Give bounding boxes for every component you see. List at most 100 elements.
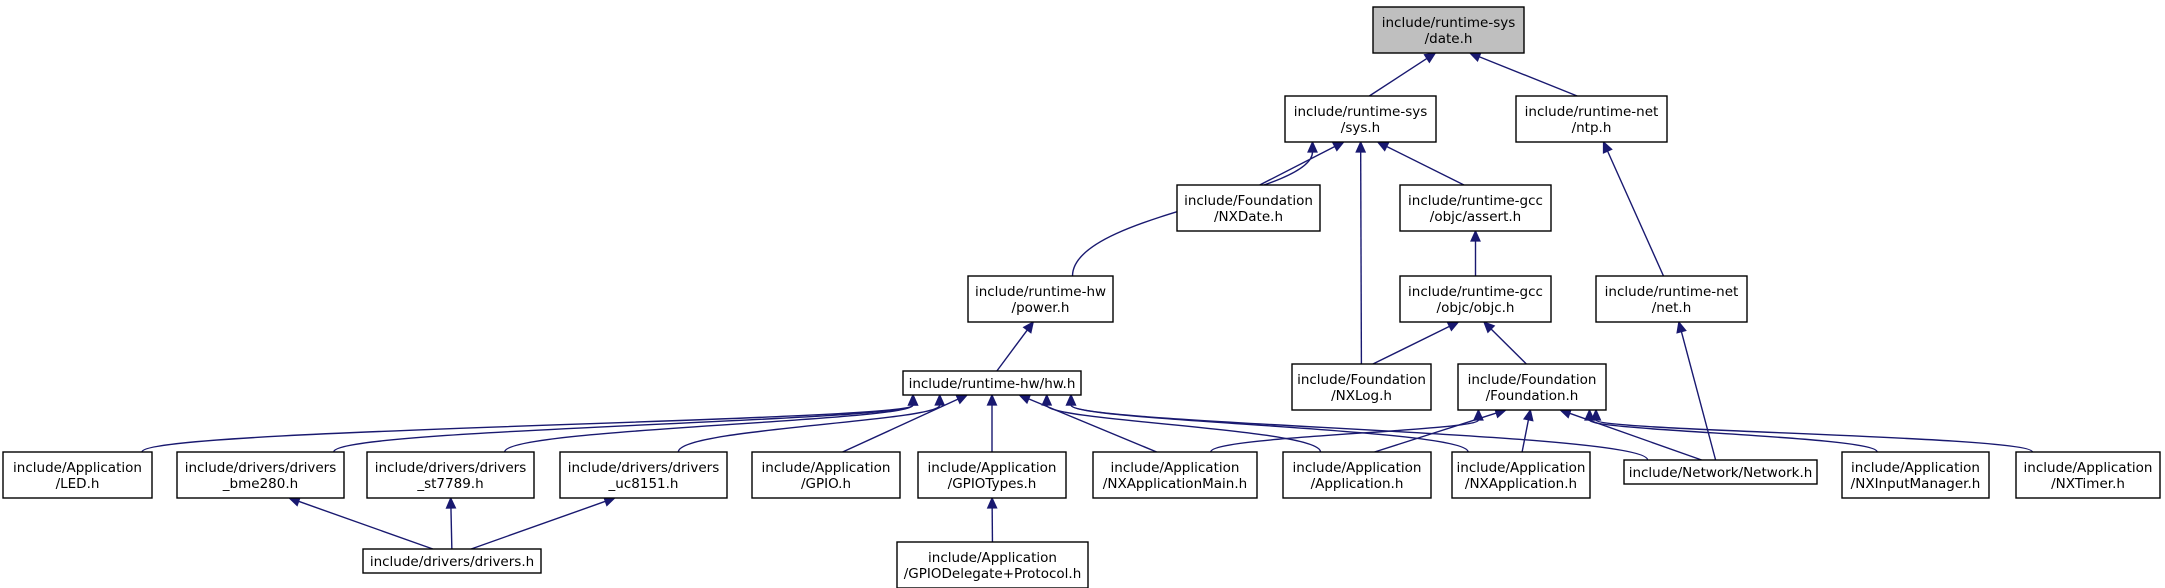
node-delegate[interactable]: include/Application/GPIODelegate+Protoco… [896, 541, 1089, 588]
edge-line [1478, 56, 1578, 97]
edge-st-to-hw [503, 393, 919, 453]
node-label-line: include/Application [1457, 460, 1586, 476]
node-label-line: include/runtime-hw/hw.h [909, 376, 1076, 392]
node-box [751, 451, 901, 499]
edge-line [1259, 145, 1336, 186]
edge-drivers-to-uc [470, 496, 617, 550]
node-box [362, 548, 542, 574]
edge-line [1595, 419, 2034, 453]
arrowhead [1423, 52, 1437, 64]
node-nxdate[interactable]: include/Foundation/NXDate.h [1176, 184, 1321, 232]
node-label-line: include/Foundation [1468, 372, 1597, 388]
node-label-line: include/runtime-gcc [1408, 284, 1543, 300]
node-objc[interactable]: include/runtime-gcc/objc/objc.h [1399, 275, 1552, 323]
arrowhead [1482, 320, 1496, 334]
node-drivers[interactable]: include/drivers/drivers.h [362, 548, 542, 574]
edge-network-to-net [1676, 320, 1717, 461]
edge-line [1569, 412, 1702, 461]
node-label-line: /date.h [1425, 31, 1473, 47]
node-net[interactable]: include/runtime-net/net.h [1595, 275, 1748, 323]
node-timer[interactable]: include/Application/NXTimer.h [2015, 451, 2161, 499]
node-layer: include/runtime-sys/date.hinclude/runtim… [2, 6, 2161, 588]
node-label-line: include/runtime-gcc [1408, 193, 1543, 209]
node-label-line: include/runtime-sys [1294, 104, 1428, 120]
node-label-line: _uc8151.h [608, 476, 679, 492]
node-ntp[interactable]: include/runtime-net/ntp.h [1515, 95, 1668, 143]
node-box [1515, 95, 1668, 143]
node-application[interactable]: include/Application/Application.h [1282, 451, 1432, 499]
arrowhead [445, 496, 457, 509]
arrowhead [1022, 320, 1035, 334]
node-label-line: /objc/objc.h [1437, 300, 1515, 316]
arrowhead [1307, 140, 1318, 153]
node-network[interactable]: include/Network/Network.h [1623, 459, 1818, 485]
edge-sys-to-date [1368, 52, 1437, 97]
node-appmain[interactable]: include/Application/NXApplicationMain.h [1092, 451, 1258, 499]
arrowhead [907, 393, 919, 406]
edge-drivers-to-bme [287, 496, 434, 550]
node-nxapp[interactable]: include/Application/NXApplication.h [1451, 451, 1591, 499]
node-led[interactable]: include/Application/LED.h [2, 451, 153, 499]
edge-appmain-to-hw [1018, 394, 1157, 453]
node-label-line: include/runtime-sys [1382, 15, 1516, 31]
edge-line [1070, 404, 1469, 453]
node-st[interactable]: include/drivers/drivers_st7789.h [366, 451, 535, 499]
node-label-line: /sys.h [1341, 120, 1380, 136]
edge-line [1210, 419, 1480, 453]
node-box [1451, 451, 1591, 499]
edge-network-to-hw [1065, 393, 1649, 461]
arrowhead [1065, 393, 1077, 406]
node-box [1841, 451, 1990, 499]
arrowhead [986, 496, 998, 509]
edge-hw-to-power [996, 320, 1035, 372]
node-date[interactable]: include/runtime-sys/date.h [1372, 6, 1525, 54]
arrowhead [934, 393, 946, 406]
node-box [1623, 459, 1818, 485]
node-label-line: /power.h [1012, 300, 1070, 316]
node-label-line: include/Foundation [1297, 372, 1426, 388]
node-label-line: /GPIO.h [801, 476, 851, 492]
node-box [2015, 451, 2161, 499]
node-uc[interactable]: include/drivers/drivers_uc8151.h [559, 451, 728, 499]
node-foundation[interactable]: include/Foundation/Foundation.h [1457, 363, 1607, 411]
node-box [902, 370, 1082, 396]
node-box [1457, 363, 1607, 411]
node-box [1399, 184, 1552, 232]
edge-line [1070, 404, 1649, 461]
edge-line [1680, 331, 1717, 461]
node-label-line: include/drivers/drivers [568, 460, 720, 476]
node-power[interactable]: include/runtime-hw/power.h [967, 275, 1114, 323]
node-label-line: /GPIOTypes.h [948, 476, 1037, 492]
node-label-line: include/Application [928, 550, 1057, 566]
node-box [967, 275, 1114, 323]
arrowhead [1376, 141, 1390, 152]
edge-gpio-to-hw [842, 394, 969, 453]
node-input[interactable]: include/Application/NXInputManager.h [1841, 451, 1990, 499]
node-hw[interactable]: include/runtime-hw/hw.h [902, 370, 1082, 396]
edge-line [141, 404, 914, 453]
node-label-line: /NXInputManager.h [1851, 476, 1981, 492]
node-label-line: /GPIODelegate+Protocol.h [904, 566, 1082, 582]
node-assert[interactable]: include/runtime-gcc/objc/assert.h [1399, 184, 1552, 232]
node-box [1399, 275, 1552, 323]
edge-timer-to-foundation [1590, 408, 2034, 453]
node-gpiotypes[interactable]: include/Application/GPIOTypes.h [917, 451, 1067, 499]
node-box [366, 451, 535, 499]
arrowhead [1018, 394, 1032, 405]
arrowhead [1676, 320, 1687, 334]
node-label-line: include/Application [2024, 460, 2153, 476]
node-label-line: /NXDate.h [1214, 209, 1283, 225]
edge-layer [141, 51, 2034, 550]
node-label-line: /NXLog.h [1331, 388, 1392, 404]
node-label-line: /Foundation.h [1486, 388, 1579, 404]
node-nxlog[interactable]: include/Foundation/NXLog.h [1291, 363, 1432, 411]
node-gpio[interactable]: include/Application/GPIO.h [751, 451, 901, 499]
node-label-line: /NXApplicationMain.h [1103, 476, 1247, 492]
node-label-line: /ntp.h [1572, 120, 1612, 136]
node-bme[interactable]: include/drivers/drivers_bme280.h [176, 451, 345, 499]
node-sys[interactable]: include/runtime-sys/sys.h [1284, 95, 1437, 143]
node-label-line: include/Application [1851, 460, 1980, 476]
edge-delegate-to-gpiotypes [986, 496, 998, 543]
edge-line [470, 500, 606, 550]
